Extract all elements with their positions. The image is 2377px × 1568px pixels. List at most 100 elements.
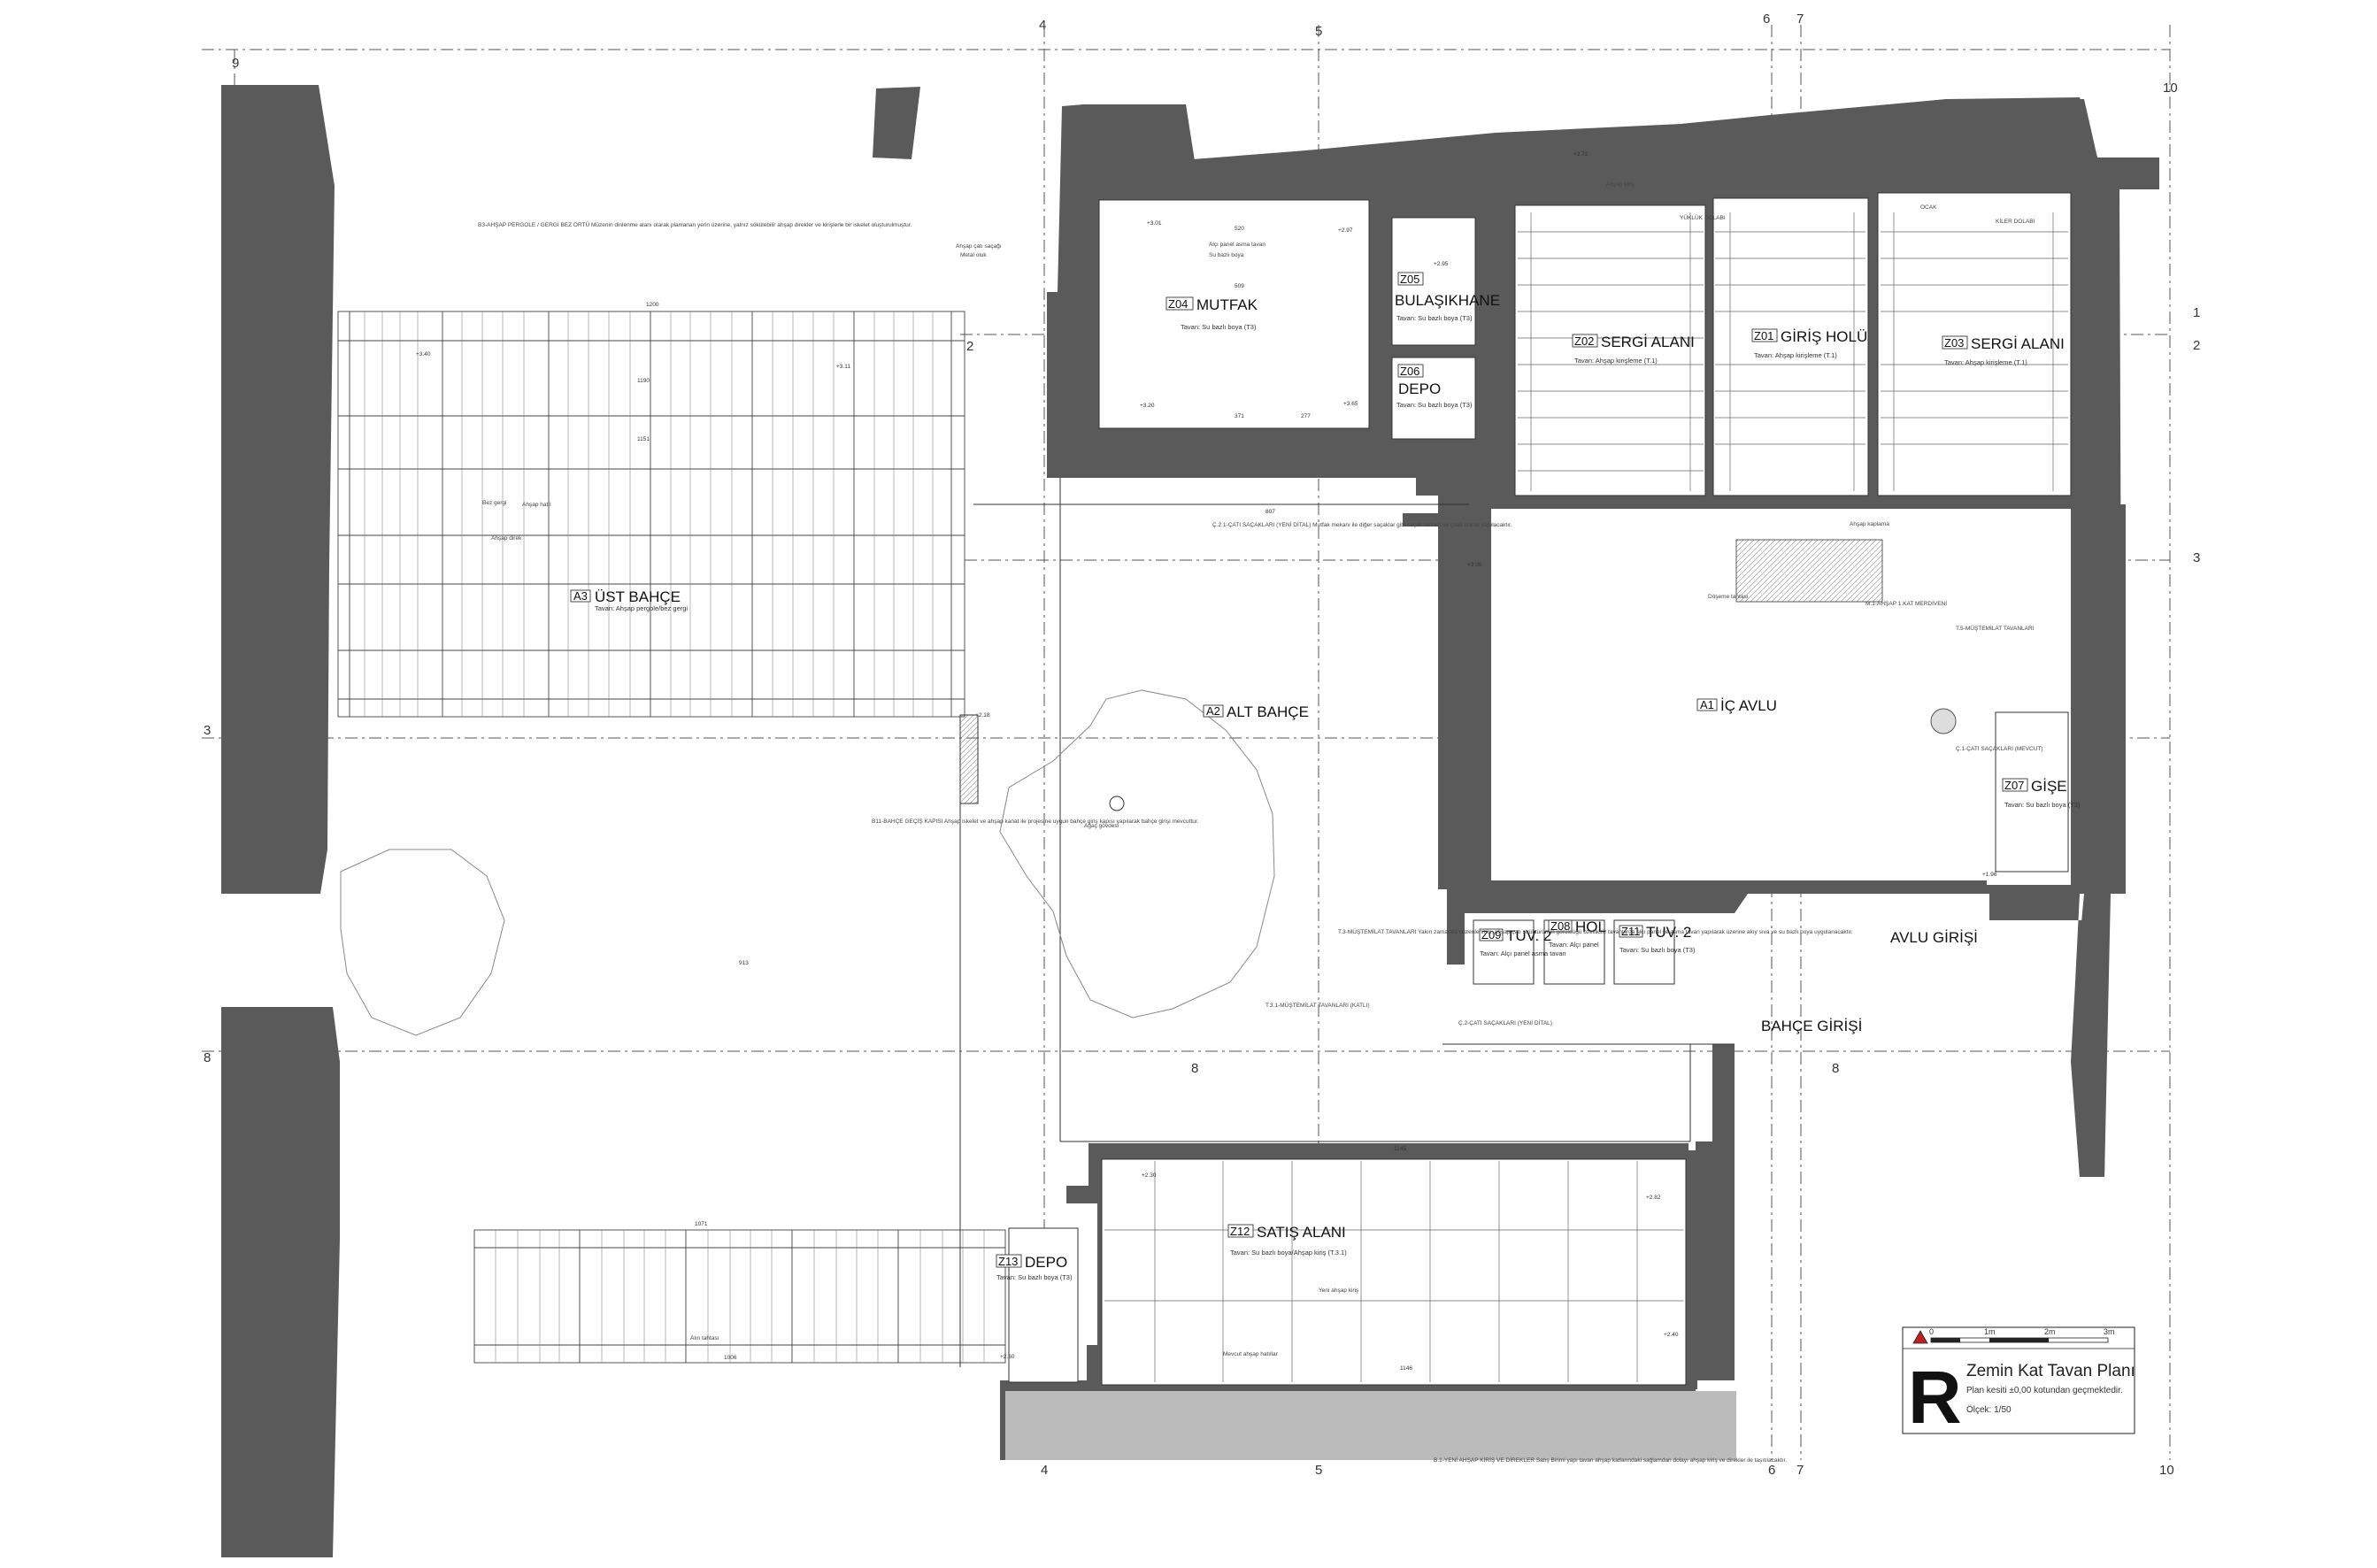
pergola-upper <box>337 311 965 718</box>
callout-paint: Su bazlı boya <box>1209 252 1244 258</box>
dim-label: 1146 <box>1400 1365 1412 1372</box>
axis-markers: 9 4 5 6 7 10 4 5 6 7 10 3 8 1 2 3 8 2 2 … <box>204 12 2200 1478</box>
callout-lintel: Ahşap hatıl <box>522 502 551 508</box>
room-sub-scullery: Tavan: Su bazlı boya (T3) <box>1396 314 1473 322</box>
note-pergola-upper: B3-AHŞAP PERGOLE / GERGİ BEZ ÖRTÜ Müzeni… <box>478 220 912 228</box>
label-garden-entrance: BAHÇE GİRİŞİ <box>1761 1018 1862 1034</box>
elev-marker: +2.95 <box>1434 261 1449 267</box>
axis-label-top-6: 6 <box>1763 12 1770 27</box>
axis-label-bottom-7: 7 <box>1796 1463 1804 1478</box>
room-labels: A3 ÜST BAHÇE Tavan: Ahşap pergole/bez ge… <box>570 272 2081 1281</box>
note-roof-eaves-2: Ç.2-ÇATI SAÇAKLARI (YENİ DİTAL) <box>1458 1018 1552 1026</box>
axis-label-bottom-4: 4 <box>1041 1463 1048 1478</box>
axis-label-bottom-10: 10 <box>2159 1463 2174 1478</box>
scale-tick-2m: 2m <box>2044 1327 2056 1336</box>
note-annex-ceilings: T.3-MÜŞTEMİLAT TAVANLARI Yakın zamanda d… <box>1338 927 1853 935</box>
bottom-building <box>1000 1044 1736 1460</box>
room-code-z07: Z07 <box>2004 779 2024 792</box>
callout-existing-lintels: Mevcut ahşap hatıllar <box>1223 1351 1279 1357</box>
elev-marker: +2.60 <box>1000 1354 1015 1360</box>
label-courtyard-entrance: AVLU GİRİŞİ <box>1890 929 1978 946</box>
room-name-storage-1: DEPO <box>1398 380 1441 397</box>
callout-panel: Alçı panel asma tavan <box>1209 242 1265 248</box>
room-code-z11: Z11 <box>1621 925 1640 938</box>
room-name-hall: HOL <box>1575 919 1606 935</box>
room-sub-kitchen: Tavan: Su bazlı boya (T3) <box>1181 323 1257 331</box>
note-garden-gate: B11-BAHÇE GEÇİŞ KAPISI Ahşap iskelet ve … <box>872 817 1199 825</box>
dim-label: 807 <box>1265 509 1275 515</box>
callout-eave: Ahşap çatı saçağı <box>956 243 1002 250</box>
room-code-z09: Z09 <box>1481 928 1501 942</box>
elev-marker: +2.30 <box>1142 1172 1157 1179</box>
dim-label: 509 <box>1235 283 1244 289</box>
axis-label-left-3: 3 <box>204 723 211 738</box>
elev-marker: +3.20 <box>1140 403 1155 409</box>
axis-label-top-7: 7 <box>1796 12 1804 27</box>
room-code-a2: A2 <box>1206 704 1220 718</box>
dim-label: 913 <box>739 960 749 966</box>
ceiling-beams <box>1518 212 2068 491</box>
room-sub-exhibit-1: Tavan: Ahşap kirişleme (T.1) <box>1574 357 1658 365</box>
elev-marker: +2.18 <box>975 712 990 719</box>
entrance-labels: AVLU GİRİŞİ BAHÇE GİRİŞİ OCAK KİLER DOLA… <box>1084 204 2035 1034</box>
pergola-lower <box>473 1229 1006 1364</box>
room-code-z02: Z02 <box>1574 334 1594 348</box>
room-name-entrance-hall: GİRİŞ HOLÜ <box>1781 328 1867 345</box>
room-code-z04: Z04 <box>1168 297 1188 311</box>
room-name-scullery: BULAŞIKHANE <box>1395 292 1500 309</box>
room-name-exhibit-1: SERGİ ALANI <box>1601 334 1695 350</box>
room-name-exhibit-2: SERGİ ALANI <box>1971 335 2065 352</box>
pergola-upper-rafters <box>364 311 934 717</box>
callouts: Ahşap çatı saçağı Metal oluk Ahşap hatıl… <box>482 181 1889 1357</box>
drawing-subtitle: Plan kesiti ±0,00 kotundan geçmektedir. <box>1966 1386 2123 1395</box>
drawing-title: Zemin Kat Tavan Planı <box>1966 1362 2135 1380</box>
room-sub-storage-1: Tavan: Su bazlı boya (T3) <box>1396 401 1473 409</box>
elev-marker: +1.96 <box>1982 872 1997 878</box>
north-arrow-icon <box>1912 1330 1928 1344</box>
note-annex-katli: T.3.1-MÜŞTEMİLAT TAVANLARI (KATLI) <box>1265 1001 1370 1009</box>
note-stair: M.1-AHŞAP 1.KAT MERDİVENİ <box>1865 599 1947 607</box>
elev-marker: +3.65 <box>1343 401 1358 407</box>
room-name-storage-2: DEPO <box>1025 1254 1067 1271</box>
axis-label-bottom-6: 6 <box>1768 1463 1775 1478</box>
sales-beams <box>1104 1161 1683 1382</box>
tree-trunk-lower <box>1109 796 1125 811</box>
axis-label-top-9: 9 <box>232 56 239 71</box>
axis-label-top-5: 5 <box>1315 24 1322 39</box>
note-roof-eaves-new: Ç.2.1-ÇATI SAÇAKLARI (YENİ DİTAL) Mutfak… <box>1212 520 1512 528</box>
tree-canopy-lower <box>999 689 1275 1018</box>
axis-label-bottom-5: 5 <box>1315 1463 1322 1478</box>
top-building <box>1047 99 2158 1177</box>
axis-label-right-3: 3 <box>2193 550 2200 565</box>
note-roof-eaves-existing: Ç.1-ÇATI SAÇAKLARI (MEVCUT) <box>1956 746 2042 752</box>
room-name-sales: SATIŞ ALANI <box>1257 1224 1346 1241</box>
room-name-wc-1: TUV. 2 <box>1506 927 1551 944</box>
dim-label: 1071 <box>695 1221 708 1227</box>
axis-label-right-8: 8 <box>1832 1061 1839 1076</box>
room-name-lower-garden: ALT BAHÇE <box>1227 703 1309 720</box>
callout-post: Ahşap direk <box>491 535 522 542</box>
callout-new-beam: Yeni ahşap kiriş <box>1319 1287 1359 1294</box>
axis-label-inner-2: 2 <box>966 339 973 354</box>
room-sub-ticket: Tavan: Su bazlı boya (T3) <box>2004 801 2081 809</box>
room-sub-wc-2: Tavan: Su bazlı boya (T3) <box>1619 946 1696 954</box>
callout-cladding: Ahşap kaplama <box>1850 521 1889 527</box>
elev-marker: +2.40 <box>1664 1332 1679 1338</box>
room-sub-sales: Tavan: Su bazlı boya/Ahşap kiriş (T.3.1) <box>1230 1249 1347 1257</box>
label-hearth: OCAK <box>1920 204 1937 211</box>
elev-marker: +3.40 <box>416 351 431 357</box>
dim-label: 1006 <box>724 1355 737 1361</box>
note-new-beams: B.1-YENİ AHŞAP KİRİŞ VE DİREKLER Satış B… <box>1434 1456 1787 1464</box>
room-sub-wc-1: Tavan: Alçı panel asma tavan <box>1480 949 1566 957</box>
room-code-a1: A1 <box>1700 698 1714 711</box>
room-code-z08: Z08 <box>1550 919 1570 933</box>
callout-gutter: Metal oluk <box>960 252 987 258</box>
room-sub-upper-garden: Tavan: Ahşap pergole/bez gergi <box>595 604 688 612</box>
room-sub-exhibit-2: Tavan: Ahşap kirişleme (T.1) <box>1944 358 2027 366</box>
pergola-lower-rafters <box>495 1230 985 1363</box>
label-pantry: KİLER DOLABI <box>1996 217 2035 225</box>
room-code-z06: Z06 <box>1400 365 1419 378</box>
elev-marker: +2.97 <box>1338 227 1353 234</box>
dim-label: 520 <box>1235 226 1244 232</box>
